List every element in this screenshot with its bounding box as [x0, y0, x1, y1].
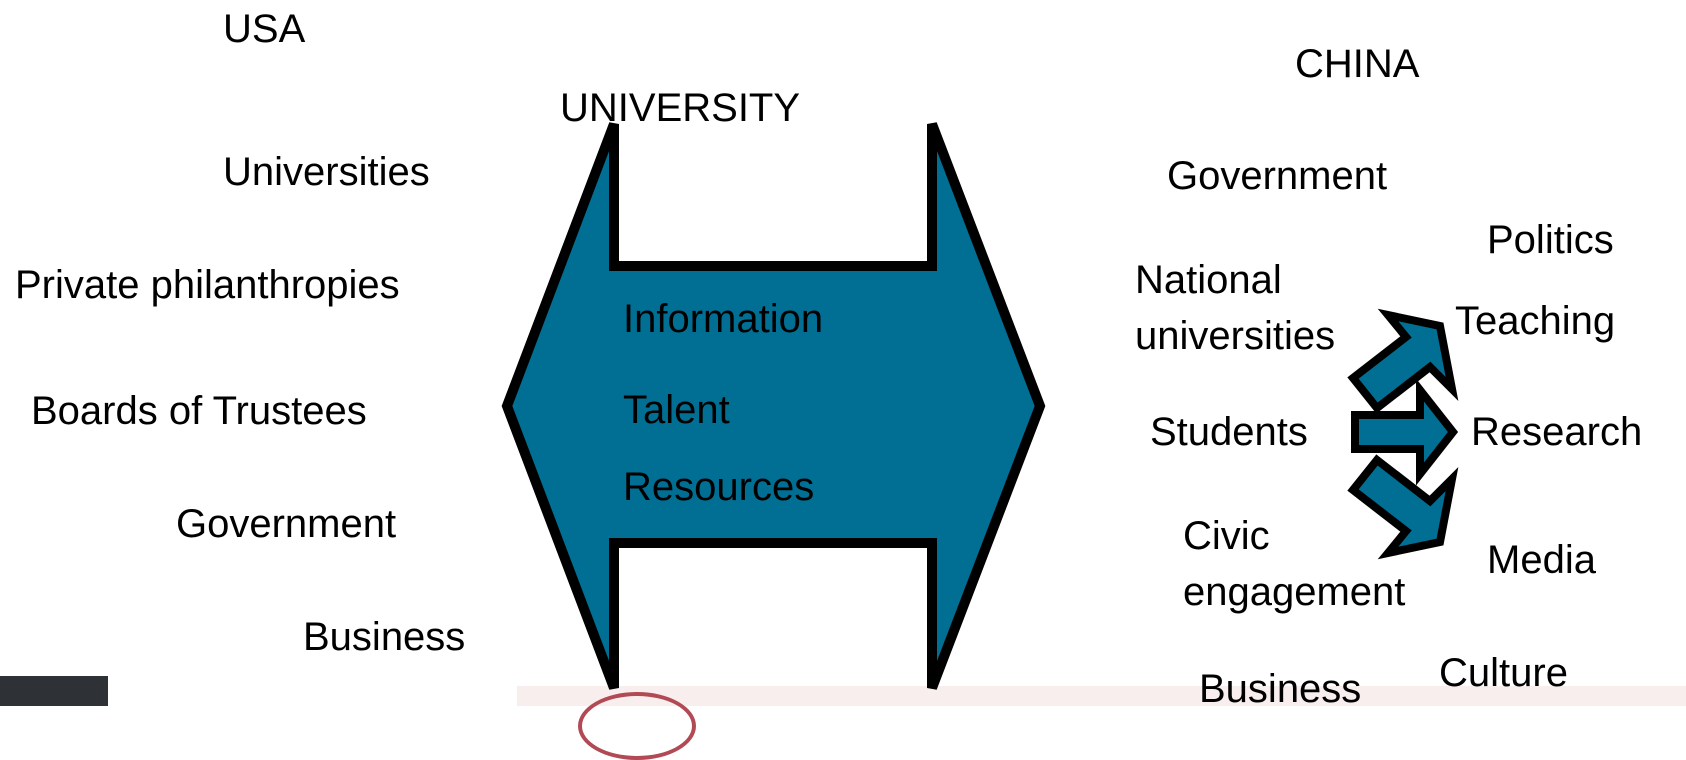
usa-title: USA [223, 7, 306, 51]
to-media-arrow [1347, 454, 1459, 560]
usa-item-business: Business [303, 615, 466, 659]
flow-information: Information [623, 297, 824, 341]
usa-item-government: Government [176, 502, 397, 546]
china-title: CHINA [1295, 42, 1420, 86]
students-to-research-arrow [1351, 378, 1459, 486]
usa-item-private-philanthropies: Private philanthropies [15, 263, 400, 307]
usa-item-universities: Universities [223, 150, 430, 194]
china-business: Business [1199, 667, 1362, 711]
to-teaching-arrow [1347, 308, 1459, 414]
bottom-banner [517, 686, 1686, 706]
china-national-universities: National universities [1135, 258, 1336, 358]
china-culture: Culture [1439, 651, 1568, 695]
double-arrow-shape [501, 122, 1046, 690]
china-government: Government [1167, 154, 1388, 198]
university-title: UNIVERSITY [560, 86, 801, 130]
flow-talent: Talent [623, 388, 730, 432]
china-teaching: Teaching [1455, 299, 1616, 343]
diagram-arrows [501, 122, 1459, 690]
photo-thumbnail [0, 676, 108, 706]
china-research: Research [1471, 410, 1643, 454]
china-civic-engagement: Civic engagement [1183, 514, 1406, 614]
usa-item-boards-of-trustees: Boards of Trustees [31, 389, 367, 433]
china-students: Students [1150, 410, 1308, 454]
china-politics: Politics [1487, 218, 1614, 262]
flow-resources: Resources [623, 465, 815, 509]
china-media: Media [1487, 538, 1596, 582]
